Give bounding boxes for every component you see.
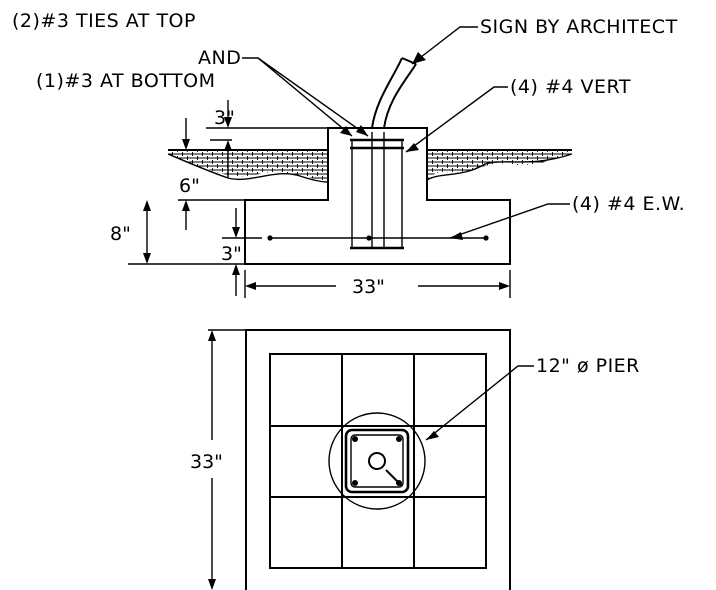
pier-label: 12" ø PIER <box>536 355 640 377</box>
sign-post-left <box>371 57 403 129</box>
leader-ties-1 <box>242 57 353 137</box>
dim-grade-depth: 6" <box>179 175 200 197</box>
ties-label-line1: (2)#3 TIES AT TOP <box>12 10 196 32</box>
plan-view <box>245 329 511 590</box>
annotations: (2)#3 TIES AT TOP AND (1)#3 AT BOTTOM SI… <box>12 10 685 473</box>
soil-hatch-right <box>427 150 572 180</box>
dimensions <box>128 100 511 590</box>
soil-wave-right <box>426 153 573 181</box>
plan-pier-circle <box>328 412 426 510</box>
leader-vert <box>405 86 508 153</box>
ew-bar-dot-3 <box>483 235 489 241</box>
sign-post-right <box>383 63 417 129</box>
plan-sign-post <box>368 452 386 470</box>
soil-hatch-left <box>168 150 328 182</box>
ew-bar-dot-2 <box>366 235 372 241</box>
leader-pier <box>425 365 534 441</box>
plan-rebar-grid <box>269 353 487 569</box>
dim-plan-width: 33" <box>190 451 223 473</box>
concrete-outline <box>244 127 511 265</box>
leader-ew <box>449 203 570 239</box>
dim-bottom-cover: 3" <box>221 243 242 265</box>
ew-bar-dot-1 <box>267 235 273 241</box>
ties-label-line2: AND <box>198 47 241 69</box>
leaders <box>242 26 570 441</box>
plan-ties-square <box>344 428 410 494</box>
leader-sign <box>411 26 478 65</box>
sign-label: SIGN BY ARCHITECT <box>480 16 678 38</box>
leader-ties-2 <box>257 57 369 137</box>
dim-footing-thickness: 8" <box>110 223 131 245</box>
vert-label: (4) #4 VERT <box>510 76 631 98</box>
soil-wave-left <box>167 153 329 183</box>
ew-label: (4) #4 E.W. <box>572 193 685 215</box>
ties-label-line3: (1)#3 AT BOTTOM <box>36 70 216 92</box>
plan-footing-outline <box>245 329 511 590</box>
dim-top-cover: 3" <box>214 107 235 129</box>
dim-footing-width: 33" <box>352 276 385 298</box>
